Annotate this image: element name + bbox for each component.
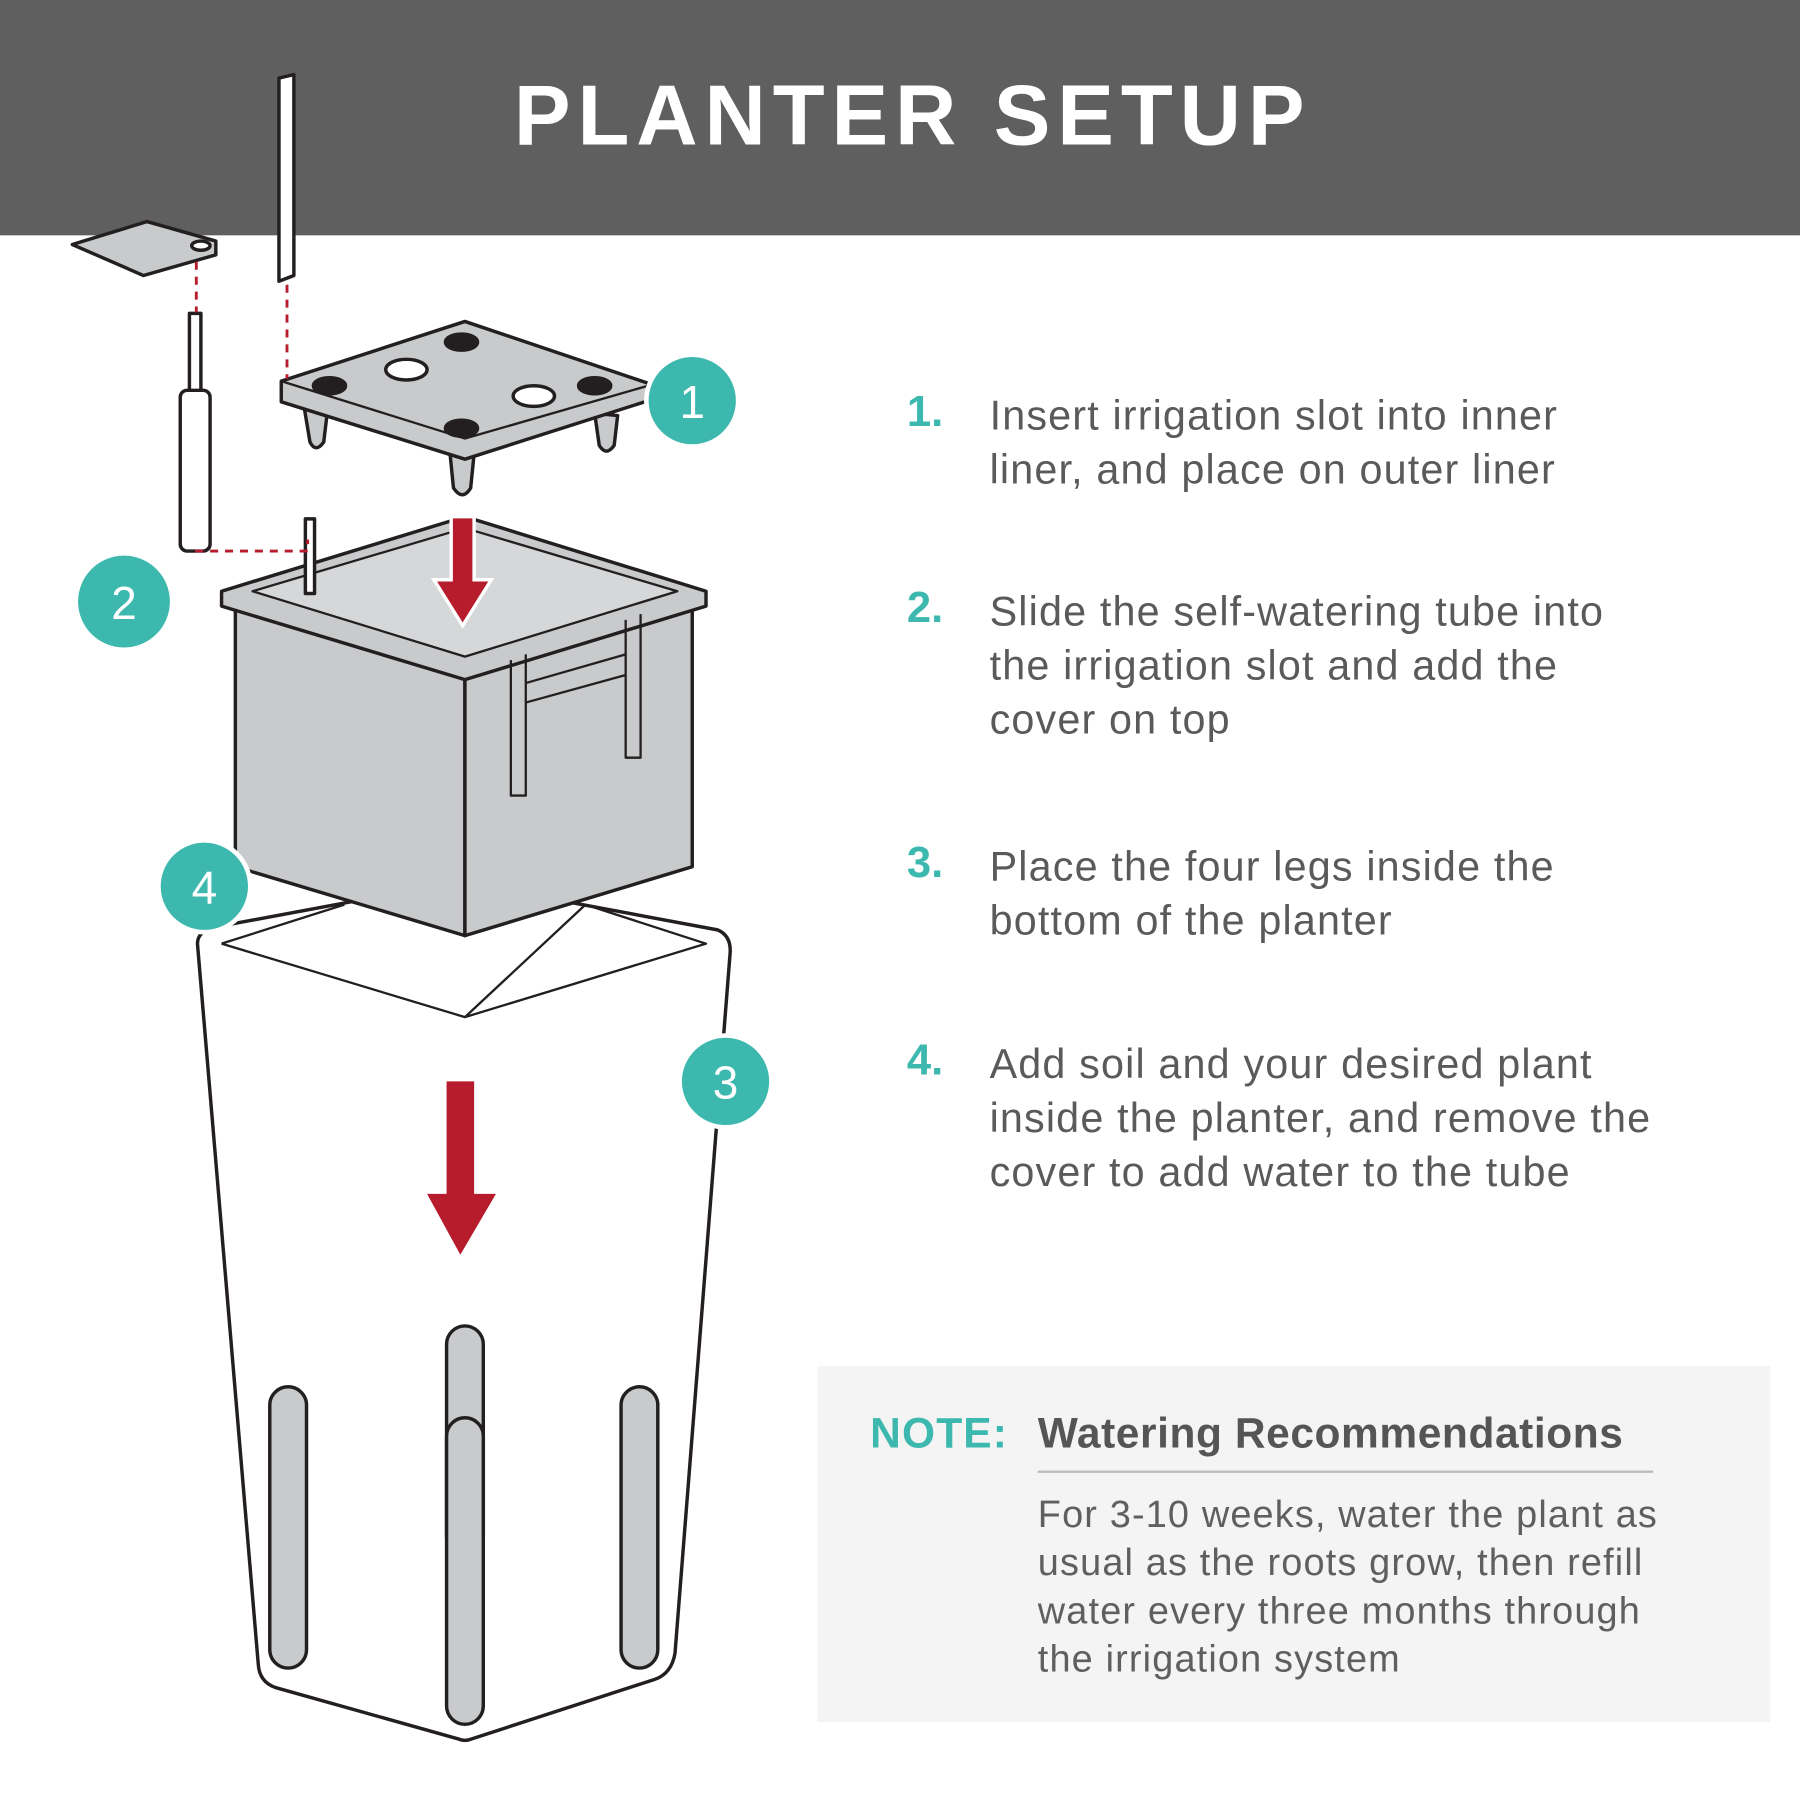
planter-legs (268, 1324, 660, 1727)
note-body: For 3-10 weeks, water the plant as usual… (1037, 1492, 1658, 1680)
inner-liner (219, 514, 708, 938)
svg-text:4: 4 (192, 861, 218, 913)
header-bar: PLANTER SETUP (0, 0, 1800, 236)
note-title: Watering Recommendations (1037, 1409, 1624, 1457)
tube-cover (70, 219, 218, 278)
step-badge-2: 2 (78, 555, 170, 648)
alignment-guides (194, 261, 310, 553)
step-text: Slide the self-watering tube into the ir… (989, 587, 1605, 743)
step-number: 4. (906, 1036, 944, 1085)
down-arrow-icon (427, 514, 496, 1255)
svg-text:3: 3 (713, 1057, 739, 1109)
page-title: PLANTER SETUP (513, 67, 1312, 164)
irrigation-slot-tray (279, 319, 654, 497)
step-text: Add soil and your desired plant inside t… (989, 1040, 1652, 1196)
step-number: 2. (906, 584, 944, 633)
step-number: 1. (906, 388, 944, 437)
step-badge-3: 3 (677, 1033, 774, 1130)
step-badge-4: 4 (156, 838, 253, 935)
svg-text:2: 2 (111, 577, 137, 629)
step-badge-1: 1 (644, 352, 741, 449)
note-box: NOTE: Watering Recommendations For 3-10 … (817, 1366, 1771, 1722)
svg-text:1: 1 (679, 376, 705, 428)
note-label: NOTE: (870, 1409, 1009, 1457)
note-divider (1037, 1470, 1654, 1473)
step-text: Insert irrigation slot into inner liner,… (989, 391, 1559, 493)
step-number: 3. (906, 839, 944, 888)
step-text: Place the four legs inside the bottom of… (989, 842, 1555, 944)
irrigation-slot-post (277, 72, 296, 283)
